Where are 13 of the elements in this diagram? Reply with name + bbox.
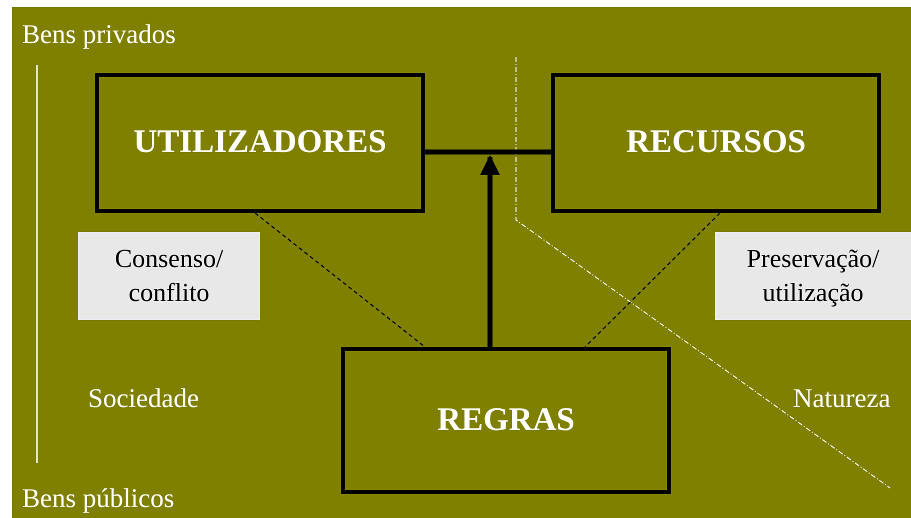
region-label: Bens privados — [22, 18, 176, 50]
arrow — [480, 155, 500, 347]
concept-box: RECURSOS — [551, 73, 881, 213]
connector-line — [584, 212, 720, 348]
region-label: Natureza — [793, 382, 890, 414]
concept-box: UTILIZADORES — [95, 73, 425, 213]
note-box: Consenso/ conflito — [78, 232, 260, 320]
note-box: Preservação/ utilização — [715, 232, 911, 320]
region-label: Sociedade — [88, 382, 199, 414]
region-label: Bens públicos — [22, 482, 174, 514]
concept-box: REGRAS — [341, 347, 671, 494]
connector-line — [425, 150, 551, 154]
connector-line — [254, 212, 426, 348]
